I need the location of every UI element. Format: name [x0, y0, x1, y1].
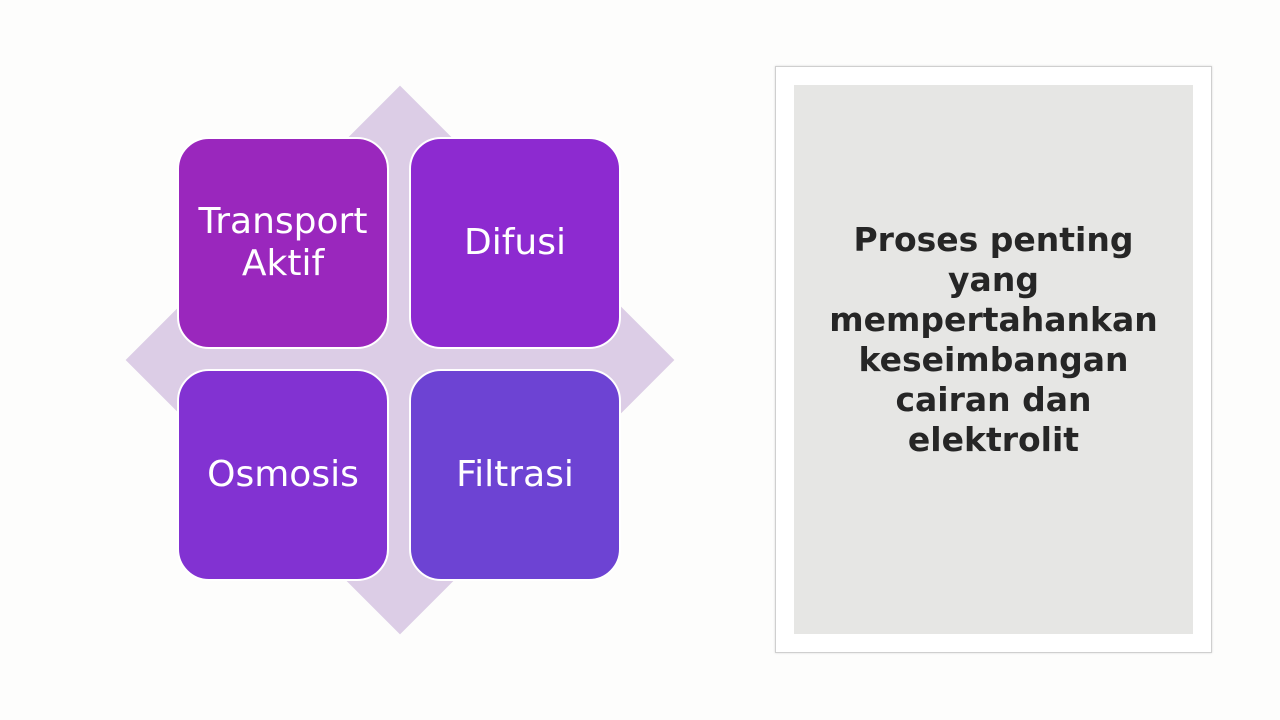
cell-label: Osmosis — [207, 454, 359, 495]
description-panel: Proses penting yang mempertahankan kesei… — [775, 66, 1212, 653]
description-panel-inner: Proses penting yang mempertahankan kesei… — [794, 85, 1193, 634]
description-line: elektrolit — [907, 419, 1080, 459]
cell-transport-aktif: Transport Aktif — [177, 137, 389, 349]
description-line: yang — [948, 259, 1039, 299]
description-line: cairan dan — [895, 379, 1092, 419]
description-text: Proses penting yang mempertahankan kesei… — [814, 220, 1174, 460]
process-matrix: Transport Aktif Difusi Osmosis Filtrasi — [125, 85, 675, 635]
cell-label-line: Aktif — [241, 243, 325, 284]
cell-osmosis: Osmosis — [177, 369, 389, 581]
cell-difusi: Difusi — [409, 137, 621, 349]
description-line: keseimbangan — [858, 339, 1129, 379]
description-line: Proses penting — [853, 219, 1134, 259]
description-line: mempertahankan — [829, 299, 1158, 339]
cell-label: Difusi — [464, 222, 566, 263]
cell-label-line: Transport — [198, 201, 368, 242]
cell-label: Filtrasi — [456, 454, 574, 495]
cell-filtrasi: Filtrasi — [409, 369, 621, 581]
